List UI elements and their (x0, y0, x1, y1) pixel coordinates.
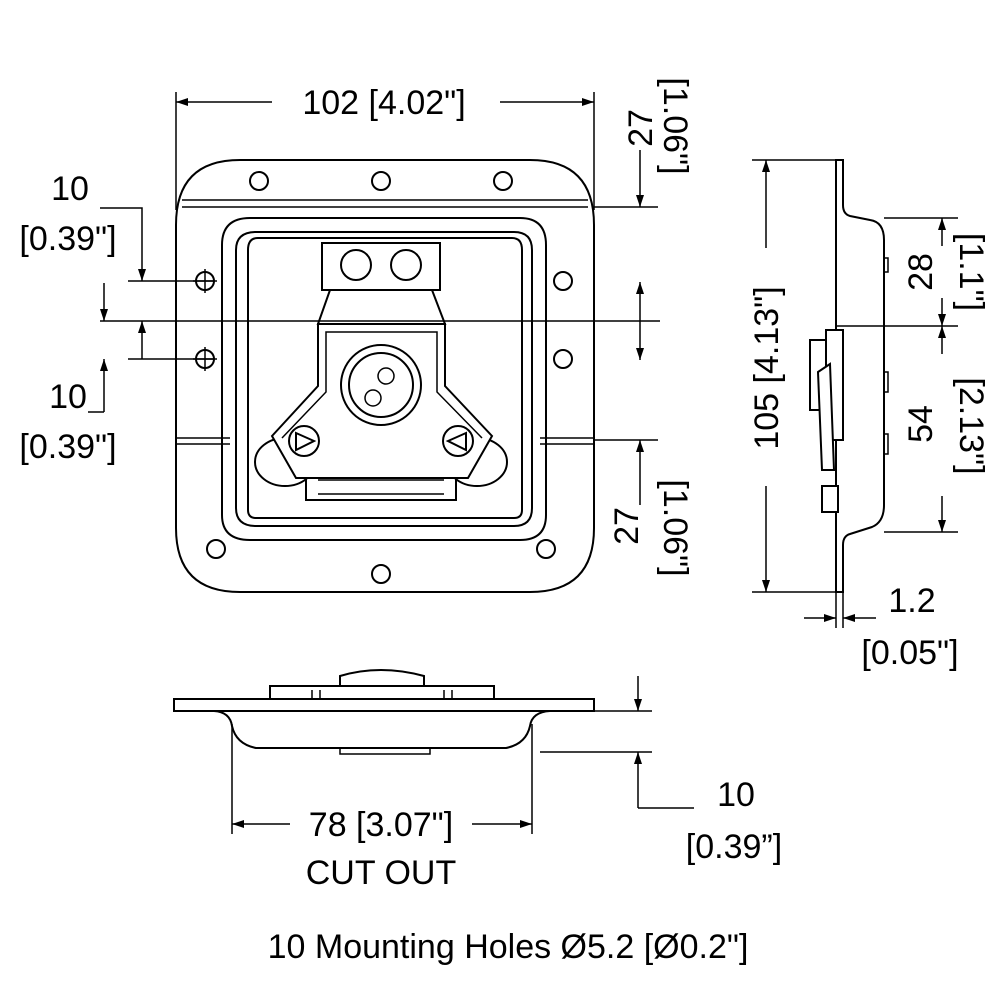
caption: 10 Mounting Holes Ø5.2 [Ø0.2"] (268, 928, 749, 966)
dim-side-upper-mm: 28 (902, 253, 940, 291)
dim-left-upper-mm: 10 (51, 170, 89, 208)
dim-depth-mm: 10 (717, 776, 755, 814)
side-view (809, 159, 889, 593)
dim-depth-in: [0.39”] (686, 828, 782, 866)
mounting-hole (371, 564, 391, 584)
front-dimensions: 102 [4.02"] 27 [1.06"] 27 [1.06"] 10 [0.… (19, 77, 694, 576)
mounting-hole (553, 349, 573, 369)
bottom-dimensions: 78 [3.07"] CUT OUT 10 [0.39”] (231, 676, 782, 892)
dim-side-height: 105 [4.13"] (748, 286, 786, 449)
dim-flange-in: [0.05"] (861, 634, 958, 672)
dim-side-lower-in: [2.13"] (952, 377, 990, 474)
mounting-hole (206, 539, 226, 559)
dim-left-lower-in: [0.39"] (19, 428, 116, 466)
side-dimensions: 105 [4.13"] 28 [1.1"] 54 [2.13"] 1.2 [0.… (748, 159, 990, 672)
latch-mechanism (254, 242, 508, 501)
dim-side-upper-in: [1.1"] (952, 233, 990, 311)
dim-flange-mm: 1.2 (888, 582, 935, 620)
mounting-hole (536, 539, 556, 559)
dim-right-lower-mm: 27 (608, 507, 646, 545)
dim-top-width: 102 [4.02"] (302, 84, 465, 122)
mounting-hole (249, 171, 269, 191)
dim-right-lower-in: [1.06"] (656, 479, 694, 576)
dim-right-upper-mm: 27 (622, 109, 660, 147)
dim-left-upper-in: [0.39"] (19, 220, 116, 258)
dim-right-upper-in: [1.06"] (656, 77, 694, 174)
mounting-hole (493, 171, 513, 191)
mounting-hole (553, 271, 573, 291)
mounting-hole (371, 171, 391, 191)
dim-cutout: 78 [3.07"] (309, 806, 453, 844)
bottom-view (173, 669, 595, 755)
dim-left-lower-mm: 10 (49, 378, 87, 416)
front-view (100, 159, 660, 593)
dim-side-lower-mm: 54 (902, 405, 940, 443)
dim-cutout-label: CUT OUT (306, 854, 456, 892)
